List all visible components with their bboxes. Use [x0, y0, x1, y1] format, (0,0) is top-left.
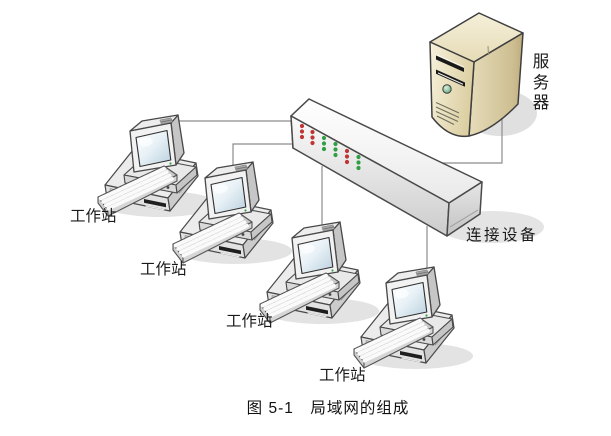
server-front-face	[429, 41, 475, 138]
label-server: 服务器	[532, 53, 550, 112]
server-device	[429, 12, 524, 138]
label-workstation-3: 工作站	[226, 313, 273, 330]
server-power-button	[442, 84, 452, 94]
connection-lines	[175, 116, 503, 165]
figure-caption: 图 5-1 局域网的组成	[246, 400, 410, 417]
connection-lines-down	[321, 166, 428, 268]
switch-end-face	[446, 181, 483, 237]
switch-device	[290, 98, 483, 237]
switch-end-moulding	[449, 209, 479, 228]
label-workstation-2: 工作站	[140, 261, 187, 278]
connection-line-ws2-switch	[232, 143, 294, 165]
switch-leds	[299, 123, 361, 171]
label-workstation-1: 工作站	[70, 208, 117, 225]
connection-line-server-switch	[441, 116, 503, 164]
label-workstation-4: 工作站	[319, 367, 366, 384]
workstation-3	[258, 220, 381, 326]
server-vents	[435, 101, 460, 125]
server-drive-bay-1	[436, 55, 464, 72]
server-seam	[487, 45, 489, 56]
label-switch: 连接设备	[466, 227, 539, 244]
server-side-face	[468, 32, 524, 137]
workstation-4	[352, 265, 475, 371]
workstation-1	[96, 113, 219, 219]
